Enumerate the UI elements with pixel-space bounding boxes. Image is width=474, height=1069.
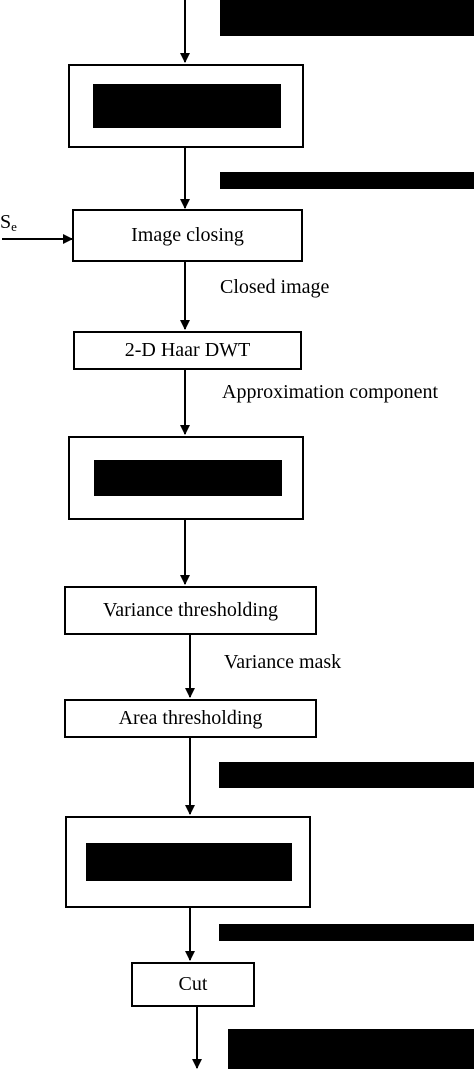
area-thresholding-label: Area thresholding: [118, 707, 263, 729]
haar-dwt-label: 2-D Haar DWT: [124, 339, 251, 361]
variance-thresholding-box: Variance thresholding: [64, 586, 317, 635]
redacted-bar: [220, 0, 474, 36]
haar-dwt-box: 2-D Haar DWT: [73, 331, 302, 370]
approximation-component-label: Approximation component: [222, 381, 439, 403]
se-input-label: Se: [0, 211, 17, 234]
variance-mask-label: Variance mask: [224, 651, 342, 673]
redacted-bar: [219, 762, 474, 788]
closed-image-label: Closed image: [220, 276, 330, 298]
image-closing-label: Image closing: [131, 224, 244, 246]
redacted-bar: [219, 924, 474, 941]
image-closing-box: Image closing: [72, 209, 303, 262]
redacted-process-box: [68, 436, 304, 520]
redacted-bar: [228, 1029, 474, 1069]
redacted-bar: [220, 172, 474, 189]
cut-box: Cut: [131, 962, 255, 1007]
redacted-process-box: [68, 64, 304, 148]
area-thresholding-box: Area thresholding: [64, 699, 317, 738]
redacted-label: [86, 843, 292, 881]
redacted-process-box: [65, 816, 311, 908]
cut-label: Cut: [178, 973, 208, 995]
redacted-label: [93, 84, 281, 128]
variance-thresholding-label: Variance thresholding: [103, 599, 278, 621]
redacted-label: [94, 460, 282, 496]
